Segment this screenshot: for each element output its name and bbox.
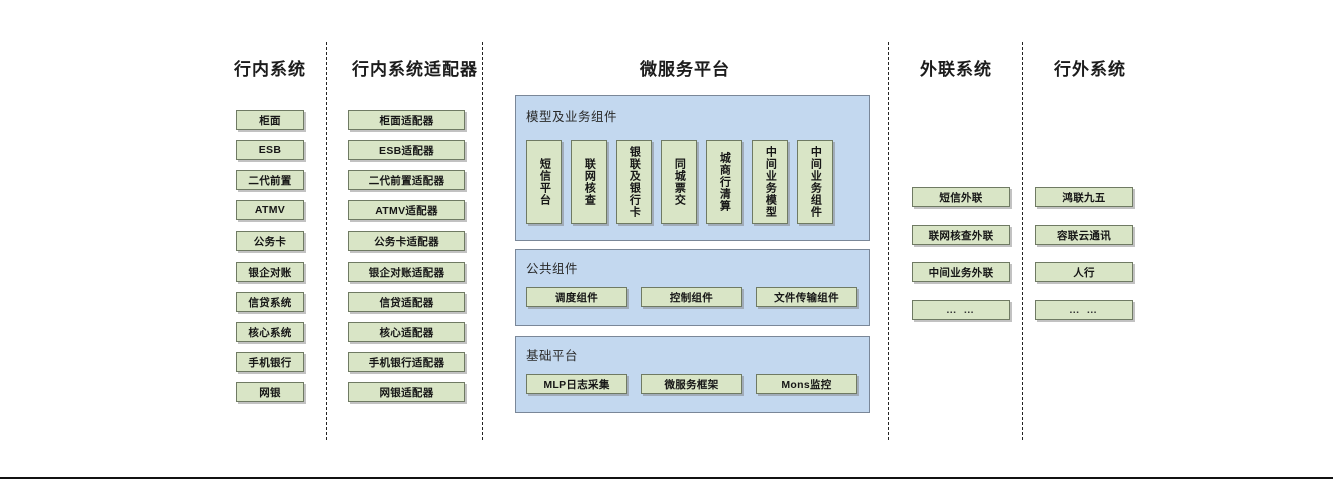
divider-adapters-platform	[482, 42, 483, 440]
node-model-component[interactable]: 联网核查	[571, 140, 607, 224]
node-external-link-system[interactable]: 联网核查外联	[912, 225, 1010, 245]
node-internal-system[interactable]: 手机银行	[236, 352, 304, 372]
node-internal-system[interactable]: 柜面	[236, 110, 304, 130]
column-header-internal-adapters: 行内系统适配器	[352, 60, 478, 79]
node-internal-system[interactable]: 银企对账	[236, 262, 304, 282]
node-internal-system[interactable]: 二代前置	[236, 170, 304, 190]
node-internal-system[interactable]: ATMV	[236, 200, 304, 220]
node-model-component[interactable]: 城商行清算	[706, 140, 742, 224]
node-external-link-system[interactable]: 短信外联	[912, 187, 1010, 207]
node-model-component[interactable]: 短信平台	[526, 140, 562, 224]
node-outside-bank-system[interactable]: 鸿联九五	[1035, 187, 1133, 207]
column-header-outside-bank-systems: 行外系统	[1054, 60, 1126, 79]
node-internal-adapter[interactable]: 信贷适配器	[348, 292, 465, 312]
node-public-component[interactable]: 文件传输组件	[756, 287, 857, 307]
node-internal-system[interactable]: 公务卡	[236, 231, 304, 251]
node-internal-system[interactable]: ESB	[236, 140, 304, 160]
node-internal-system[interactable]: 网银	[236, 382, 304, 402]
node-internal-adapter[interactable]: 公务卡适配器	[348, 231, 465, 251]
node-model-component[interactable]: 同城票交	[661, 140, 697, 224]
node-base-platform-component[interactable]: MLP日志采集	[526, 374, 627, 394]
node-base-platform-component[interactable]: 微服务框架	[641, 374, 742, 394]
node-model-component[interactable]: 中间业务模型	[752, 140, 788, 224]
panel-label-base-platform: 基础平台	[526, 349, 579, 363]
bottom-divider-rule	[0, 477, 1333, 479]
column-header-external-link-systems: 外联系统	[920, 60, 992, 79]
node-internal-system[interactable]: 信贷系统	[236, 292, 304, 312]
node-internal-adapter[interactable]: ATMV适配器	[348, 200, 465, 220]
node-model-component[interactable]: 中间业务组件	[797, 140, 833, 224]
divider-platform-external	[888, 42, 889, 440]
node-internal-adapter[interactable]: 核心适配器	[348, 322, 465, 342]
node-internal-adapter[interactable]: 银企对账适配器	[348, 262, 465, 282]
node-internal-adapter[interactable]: 二代前置适配器	[348, 170, 465, 190]
node-internal-adapter[interactable]: 柜面适配器	[348, 110, 465, 130]
node-base-platform-component[interactable]: Mons监控	[756, 374, 857, 394]
divider-internal-systems-adapters	[326, 42, 327, 440]
panel-label-model-business-components: 模型及业务组件	[526, 110, 618, 124]
node-outside-bank-system[interactable]: … …	[1035, 300, 1133, 320]
node-internal-adapter[interactable]: 手机银行适配器	[348, 352, 465, 372]
column-header-internal-systems: 行内系统	[234, 60, 306, 79]
node-public-component[interactable]: 控制组件	[641, 287, 742, 307]
node-external-link-system[interactable]: … …	[912, 300, 1010, 320]
node-outside-bank-system[interactable]: 人行	[1035, 262, 1133, 282]
node-outside-bank-system[interactable]: 容联云通讯	[1035, 225, 1133, 245]
panel-label-public-components: 公共组件	[526, 262, 579, 276]
node-public-component[interactable]: 调度组件	[526, 287, 627, 307]
node-internal-adapter[interactable]: 网银适配器	[348, 382, 465, 402]
node-external-link-system[interactable]: 中间业务外联	[912, 262, 1010, 282]
node-internal-system[interactable]: 核心系统	[236, 322, 304, 342]
column-header-microservice-platform: 微服务平台	[640, 60, 730, 79]
node-internal-adapter[interactable]: ESB适配器	[348, 140, 465, 160]
node-model-component[interactable]: 银联及银行卡	[616, 140, 652, 224]
divider-external-outside	[1022, 42, 1023, 440]
